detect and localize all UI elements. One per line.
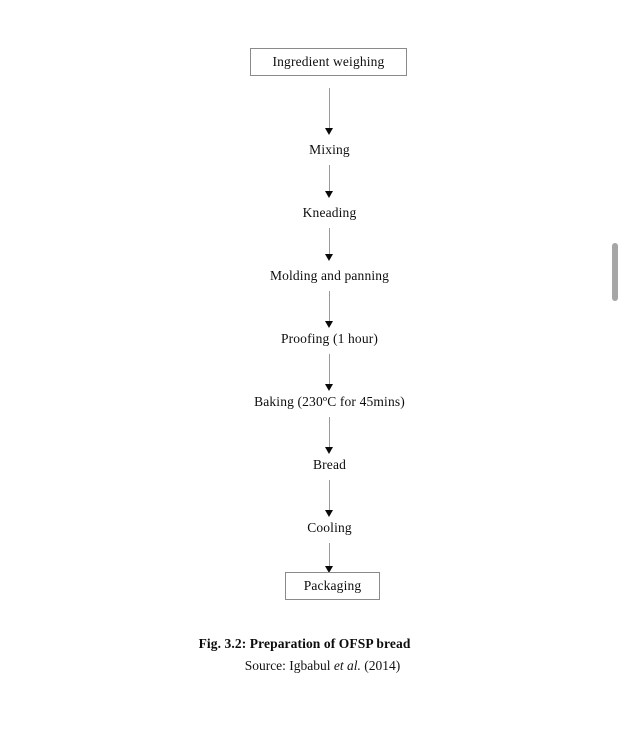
arrow-head-icon bbox=[325, 384, 333, 391]
flowchart-node-baking: Baking (230ºC for 45mins) bbox=[0, 393, 621, 410]
arrow-head-icon bbox=[325, 321, 333, 328]
flowchart-node-packaging: Packaging bbox=[285, 572, 380, 600]
flowchart-node-label: Mixing bbox=[309, 142, 350, 157]
arrow-shaft bbox=[329, 165, 330, 191]
arrow-shaft bbox=[329, 88, 330, 128]
flowchart-node-label: Bread bbox=[313, 457, 346, 472]
figure-caption-block: Fig. 3.2: Preparation of OFSP bread Sour… bbox=[0, 634, 609, 675]
flowchart-arrow-2 bbox=[325, 165, 333, 198]
flowchart-node-label: Packaging bbox=[303, 578, 362, 593]
flowchart-arrow-1 bbox=[325, 88, 333, 135]
arrow-shaft bbox=[329, 228, 330, 254]
figure-source-et-al: et al. bbox=[333, 658, 361, 673]
arrow-head-icon bbox=[325, 447, 333, 454]
flowchart-node-ingredient-weighing: Ingredient weighing bbox=[250, 48, 407, 76]
arrow-shaft bbox=[329, 480, 330, 510]
flowchart-node-label: Proofing (1 hour) bbox=[280, 331, 379, 346]
flowchart-arrow-3 bbox=[325, 228, 333, 261]
figure-source-line: Source: Igbabul et al. (2014) bbox=[0, 656, 609, 675]
flowchart-arrow-5 bbox=[325, 354, 333, 391]
flowchart-node-label: Baking (230ºC for 45mins) bbox=[254, 394, 405, 409]
arrow-shaft bbox=[329, 291, 330, 321]
flowchart-node-label: Molding and panning bbox=[269, 268, 390, 283]
arrow-head-icon bbox=[325, 128, 333, 135]
arrow-shaft bbox=[329, 417, 330, 447]
arrow-shaft bbox=[329, 543, 330, 566]
arrow-shaft bbox=[329, 354, 330, 384]
vertical-scrollbar-thumb[interactable] bbox=[612, 243, 618, 301]
arrow-head-icon bbox=[325, 566, 333, 573]
arrow-head-icon bbox=[325, 510, 333, 517]
flowchart-arrow-7 bbox=[325, 480, 333, 517]
figure-caption-title: Fig. 3.2: Preparation of OFSP bread bbox=[198, 636, 411, 651]
figure-source-year: (2014) bbox=[364, 658, 401, 673]
flowchart-arrow-4 bbox=[325, 291, 333, 328]
flowchart-node-label: Kneading bbox=[302, 205, 357, 220]
flowchart-node-bread: Bread bbox=[0, 456, 621, 473]
arrow-head-icon bbox=[325, 191, 333, 198]
flowchart-node-cooling: Cooling bbox=[0, 519, 621, 536]
arrow-head-icon bbox=[325, 254, 333, 261]
flowchart-arrow-6 bbox=[325, 417, 333, 454]
flowchart-diagram: Ingredient weighing Mixing Kneading Mold… bbox=[250, 48, 407, 600]
flowchart-node-molding-and-panning: Molding and panning bbox=[0, 267, 621, 284]
flowchart-node-label: Cooling bbox=[307, 520, 352, 535]
flowchart-node-label: Ingredient weighing bbox=[272, 54, 385, 69]
flowchart-node-mixing: Mixing bbox=[0, 141, 621, 158]
figure-source-prefix: Source: Igbabul bbox=[244, 658, 331, 673]
flowchart-node-kneading: Kneading bbox=[0, 204, 621, 221]
vertical-scrollbar-track[interactable] bbox=[609, 0, 621, 744]
flowchart-node-proofing: Proofing (1 hour) bbox=[0, 330, 621, 347]
flowchart-arrow-8 bbox=[325, 543, 333, 573]
